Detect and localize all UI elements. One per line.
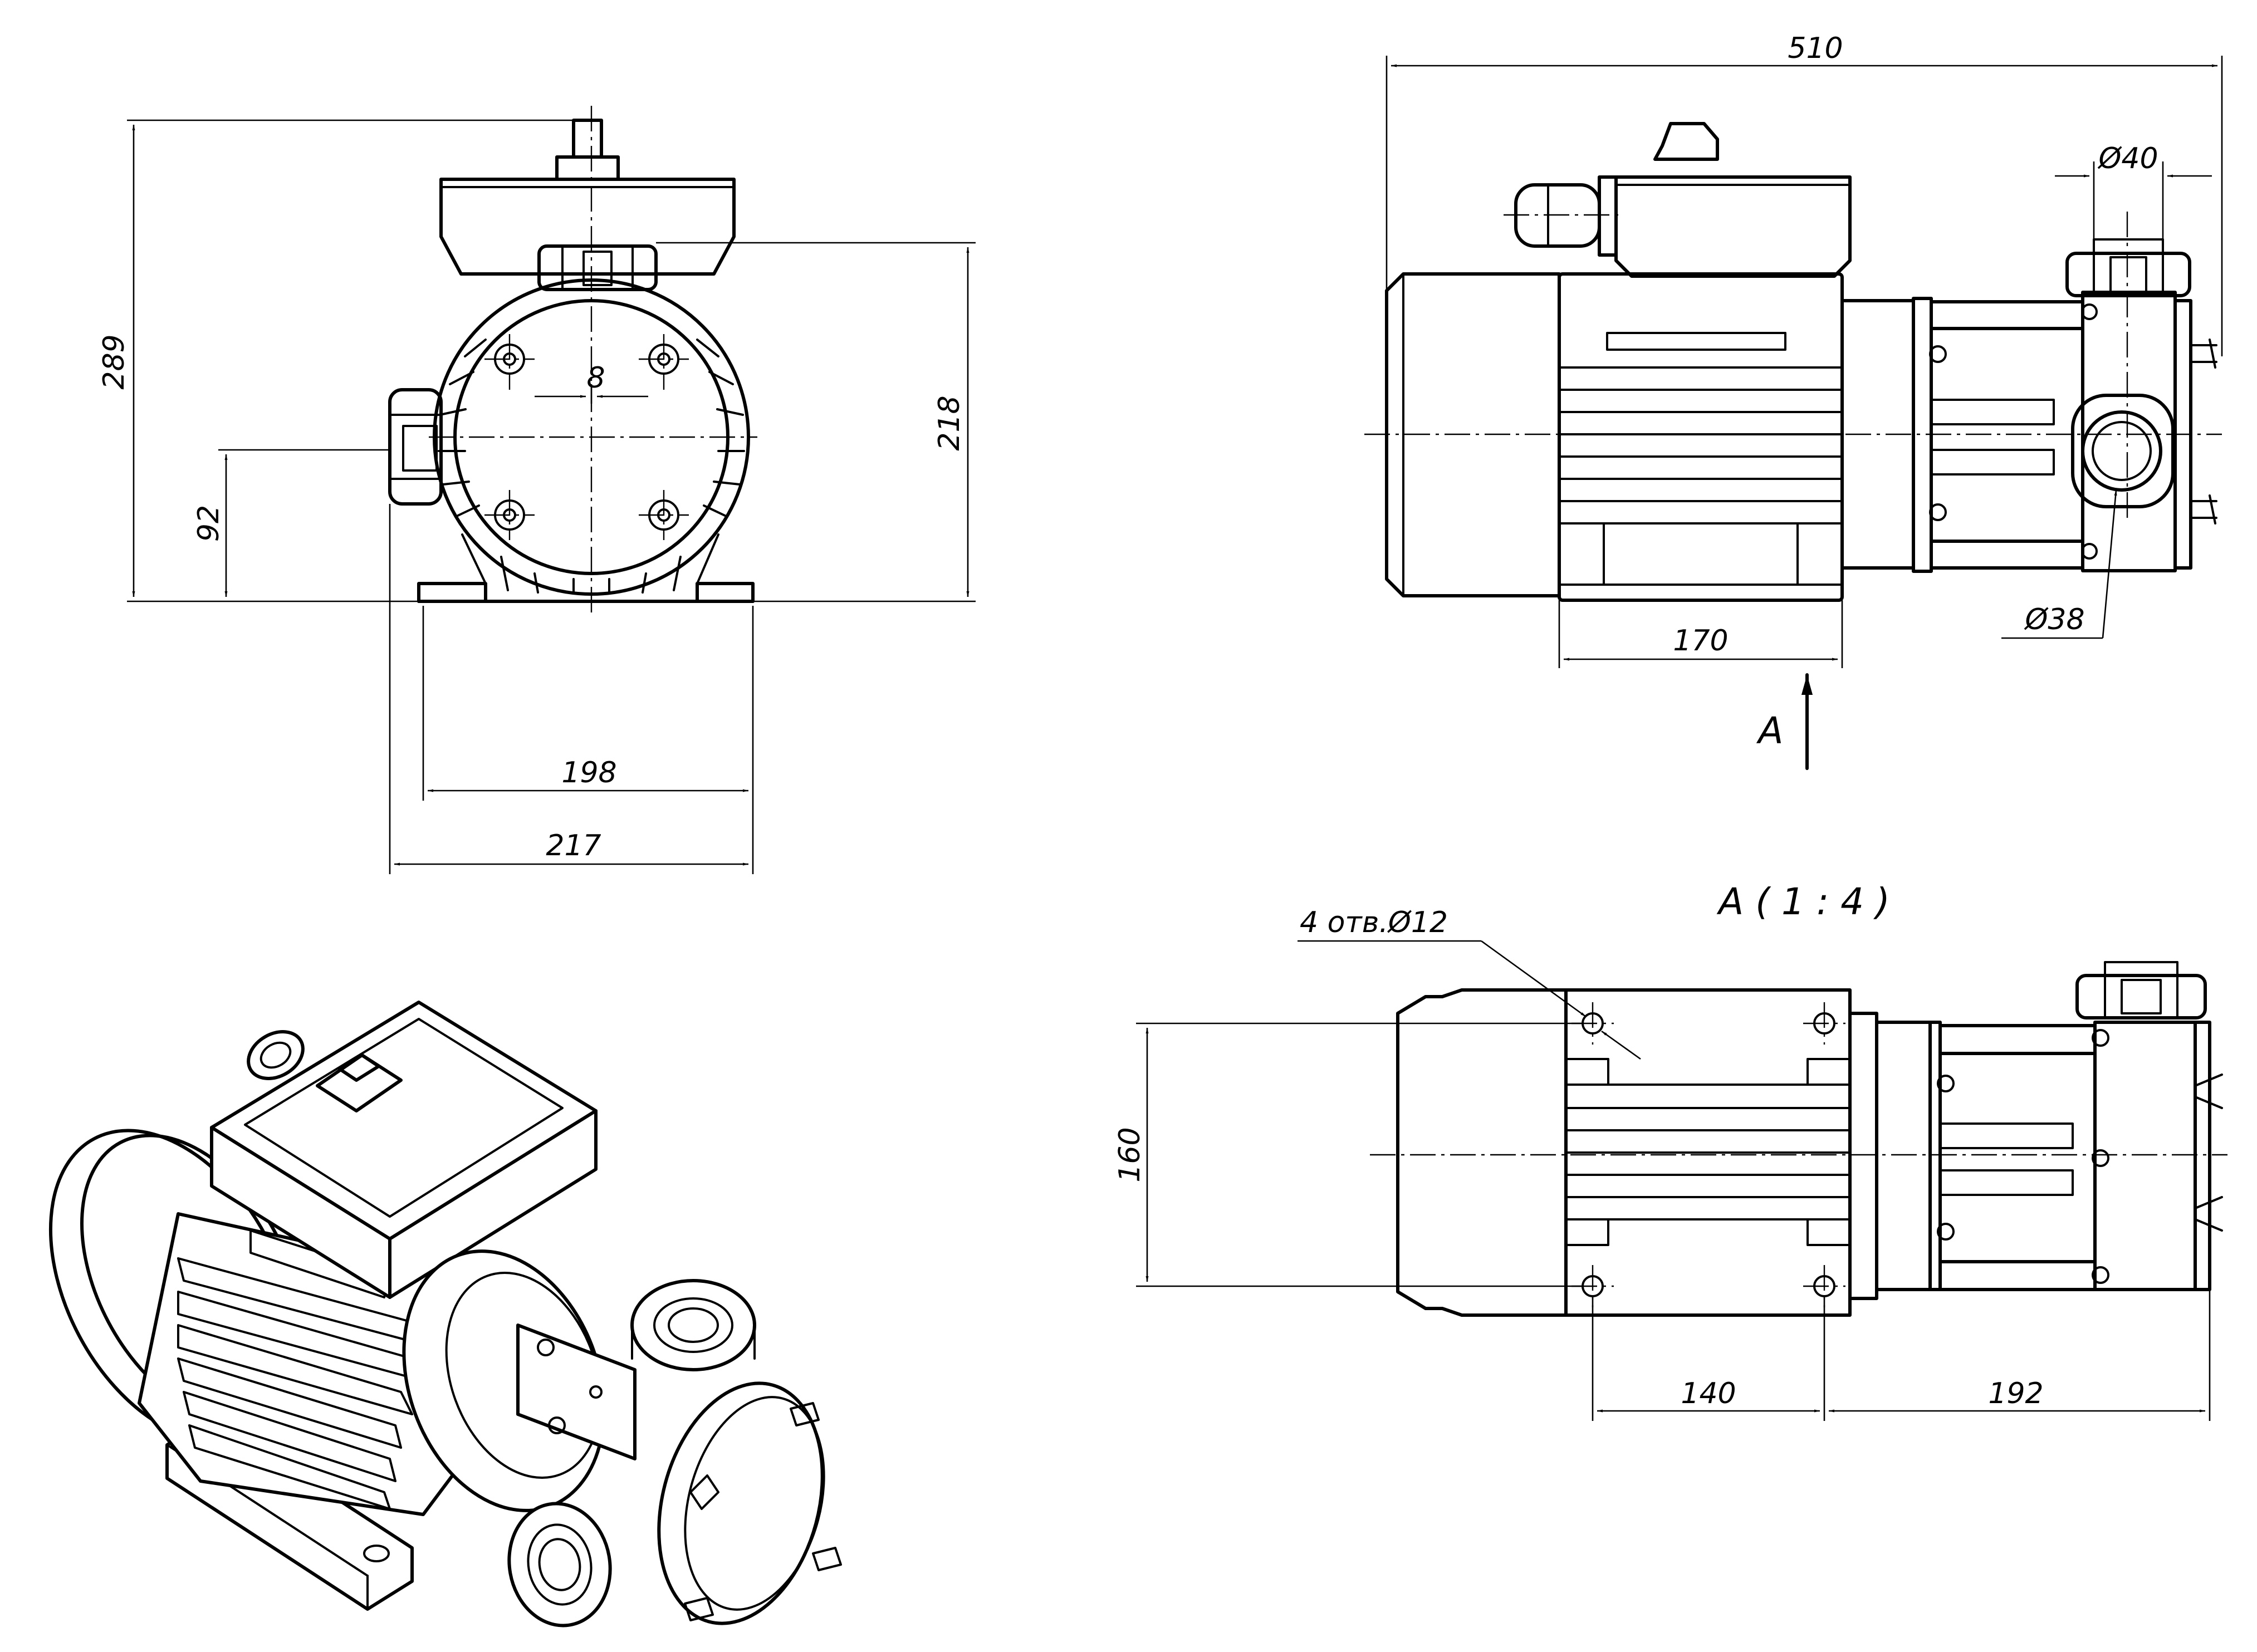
mounting-holes xyxy=(1571,1002,1845,1307)
dim-160: 160 xyxy=(1113,1127,1147,1182)
dim-218: 218 xyxy=(933,395,966,450)
side-view: 510 Ø40 Ø38 170 A xyxy=(1364,32,2223,770)
front-view: 289 92 218 8 198 217 xyxy=(97,106,976,874)
holes-note: 4 отв.Ø12 xyxy=(1300,906,1448,939)
dim-170: 170 xyxy=(1673,624,1728,658)
dim-92: 92 xyxy=(192,505,226,542)
dim-289: 289 xyxy=(97,334,131,389)
dim-8: 8 xyxy=(586,361,605,395)
dim-192: 192 xyxy=(1988,1377,2043,1410)
dim-inlet-dia: Ø38 xyxy=(2024,603,2084,636)
dim-140: 140 xyxy=(1681,1377,1736,1410)
dim-198: 198 xyxy=(561,756,616,790)
dim-510: 510 xyxy=(1788,32,1843,65)
top-fins xyxy=(1565,1058,1851,1246)
dim-217: 217 xyxy=(546,829,601,862)
isometric-view xyxy=(48,1001,842,1628)
top-view-title: A ( 1 : 4 ) xyxy=(1716,880,1890,923)
top-view: A ( 1 : 4 ) xyxy=(1113,880,2227,1421)
dim-outlet-dia: Ø40 xyxy=(2097,142,2158,175)
cooling-fins xyxy=(438,339,745,595)
view-marker-a: A xyxy=(1756,709,1783,752)
motor-fins xyxy=(1558,332,1843,586)
